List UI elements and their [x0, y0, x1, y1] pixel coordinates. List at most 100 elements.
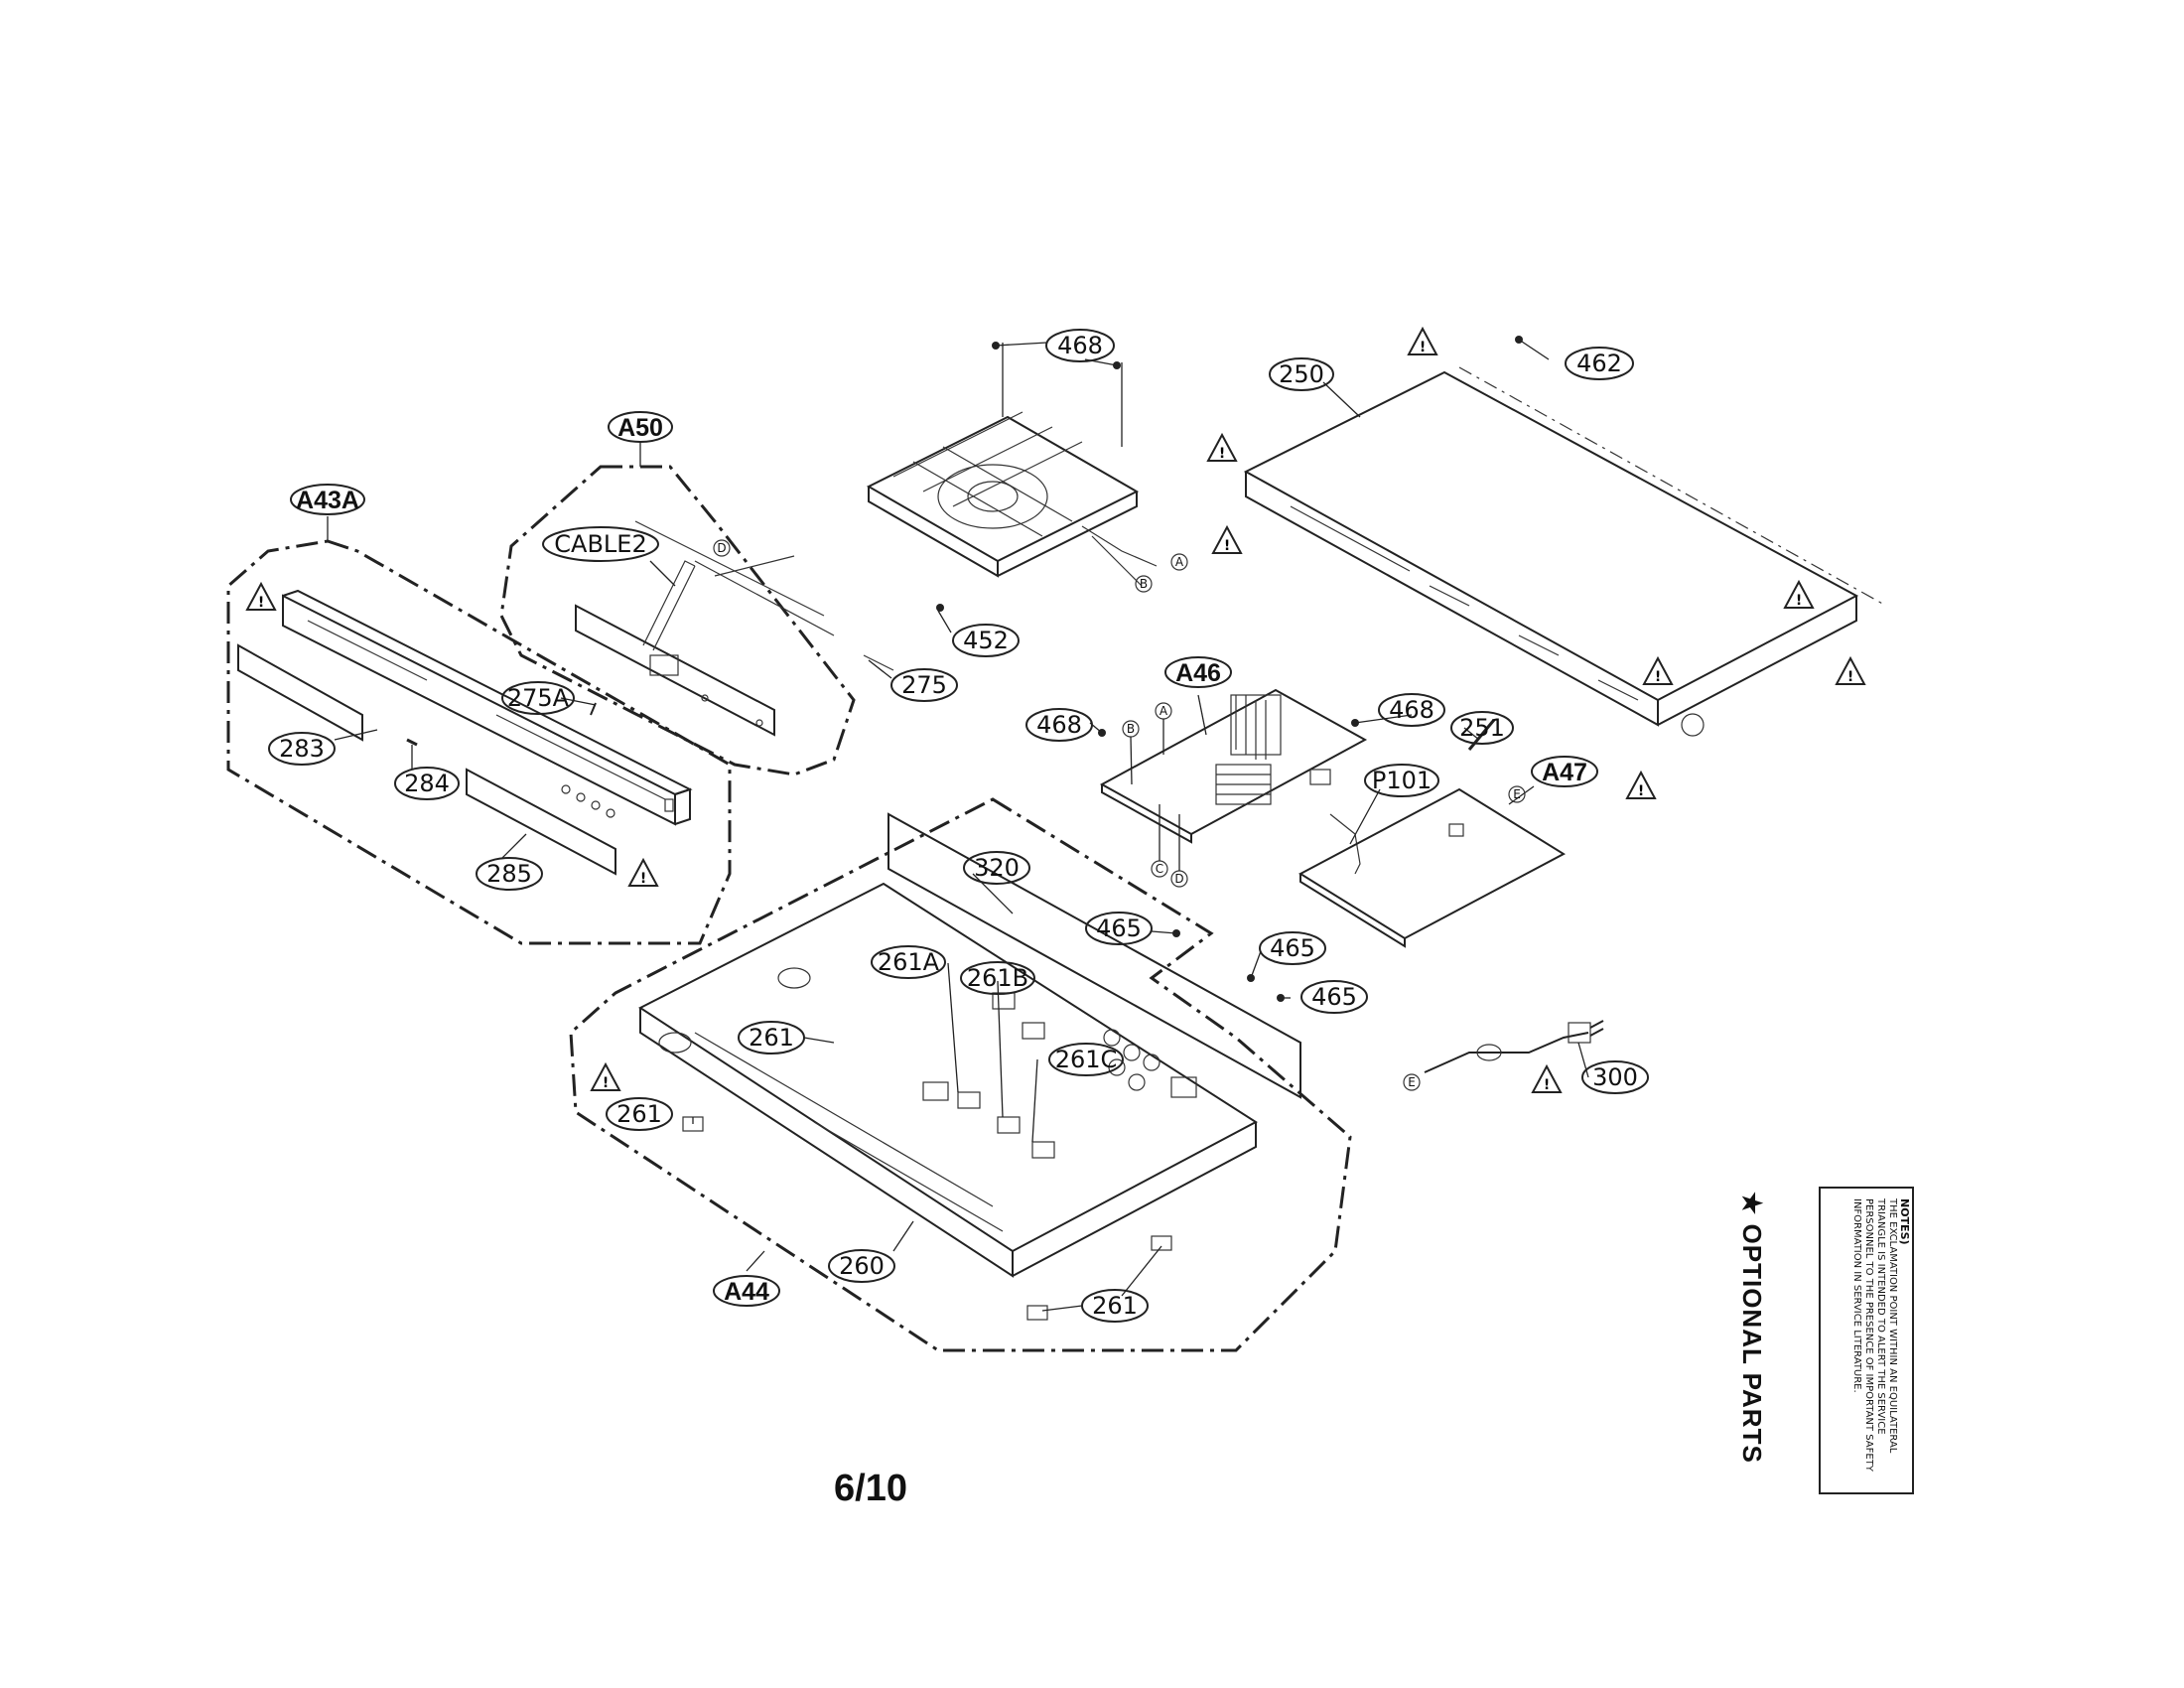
svg-text:B: B — [1127, 722, 1135, 736]
notes-body: THE EXCLAMATION POINT WITHIN AN EQUILATE… — [1851, 1198, 1898, 1472]
callout-p101: P101 — [1364, 764, 1439, 797]
boundary-a43a — [226, 539, 732, 945]
callout-320: 320 — [963, 851, 1030, 885]
callout-label: 261A — [878, 948, 940, 976]
callout-label: 462 — [1576, 350, 1622, 377]
callout-465-b: 465 — [1259, 931, 1326, 965]
callout-462: 462 — [1565, 347, 1634, 380]
safety-notes-box: NOTES) THE EXCLAMATION POINT WITHIN AN E… — [1819, 1187, 1914, 1494]
top-cover-250 — [1243, 366, 1887, 737]
safety-notes-content: NOTES) THE EXCLAMATION POINT WITHIN AN E… — [1821, 1189, 1916, 1496]
callout-465-a: 465 — [1085, 912, 1153, 945]
svg-text:A: A — [1175, 555, 1184, 569]
callout-285: 285 — [476, 857, 543, 891]
callout-465-c: 465 — [1300, 980, 1368, 1014]
board-a50 — [575, 520, 944, 737]
callout-label: A44 — [724, 1278, 769, 1306]
main-board-a46 — [1099, 688, 1368, 875]
callout-284: 284 — [394, 767, 460, 800]
warning-triangle-icon — [1207, 434, 1237, 463]
connector-d-a50: D — [713, 539, 731, 557]
connector-markers: A B D B A C D E — [713, 539, 1526, 1091]
callout-label: 465 — [1096, 914, 1142, 942]
warning-triangle-icon — [1532, 1065, 1562, 1094]
callout-label: 468 — [1057, 332, 1103, 359]
boundary-a44 — [569, 797, 1352, 1352]
callout-label: 261 — [1092, 1292, 1138, 1320]
callout-label: A50 — [617, 414, 663, 442]
front-panel-a43a — [237, 589, 693, 876]
callout-label: 261 — [616, 1100, 662, 1128]
warning-triangle-icon — [246, 583, 276, 612]
callout-260: 260 — [828, 1249, 895, 1283]
callout-label: 284 — [404, 770, 450, 797]
callout-251: 251 — [1450, 711, 1514, 745]
callout-261b: 261B — [960, 961, 1035, 995]
callout-label: 251 — [1459, 714, 1505, 742]
warning-triangle-icon — [1408, 328, 1437, 356]
callout-468-right: 468 — [1378, 693, 1445, 727]
callout-250: 250 — [1269, 357, 1334, 391]
callout-label: 468 — [1389, 696, 1434, 724]
connector-e-cord: E — [1403, 1073, 1421, 1091]
callout-a44: A44 — [713, 1275, 780, 1307]
door-283 — [237, 643, 363, 742]
callout-label: P101 — [1372, 767, 1432, 794]
callout-275a: 275A — [501, 681, 575, 715]
board-a47 — [1297, 719, 1567, 948]
callout-275: 275 — [890, 668, 958, 702]
warning-triangle-icon — [1626, 772, 1656, 800]
svg-text:E: E — [1513, 787, 1521, 801]
callout-label: 261B — [967, 964, 1028, 992]
warning-triangle-icon — [1643, 657, 1673, 686]
callout-261c: 261C — [1048, 1043, 1124, 1076]
callout-label: 465 — [1311, 983, 1357, 1011]
callout-label: A47 — [1542, 759, 1587, 786]
svg-text:C: C — [1156, 862, 1163, 876]
callout-261a: 261A — [871, 945, 946, 979]
connector-e-a47: E — [1508, 785, 1526, 803]
dvd-loader — [866, 343, 1158, 587]
optional-parts-legend: ★ OPTIONAL PARTS — [1737, 1192, 1767, 1464]
door-285 — [466, 768, 616, 876]
callout-283: 283 — [268, 732, 336, 766]
callout-a47: A47 — [1531, 756, 1598, 787]
callout-label: 320 — [974, 854, 1020, 882]
warning-triangle-icon — [1784, 581, 1814, 610]
callout-468-top: 468 — [1045, 329, 1115, 362]
svg-text:D: D — [717, 541, 726, 555]
svg-text:A: A — [1160, 704, 1168, 718]
callout-cable2: CABLE2 — [542, 526, 659, 562]
callout-a50: A50 — [608, 411, 673, 443]
svg-text:B: B — [1140, 577, 1148, 591]
connector-b-a46: B — [1122, 720, 1140, 738]
connector-a-loader: A — [1170, 553, 1188, 571]
warning-triangle-icon — [591, 1063, 620, 1092]
callout-label: 468 — [1036, 711, 1082, 739]
callout-label: 275 — [901, 671, 947, 699]
callout-261-bottom: 261 — [1081, 1289, 1149, 1323]
callout-label: CABLE2 — [554, 530, 646, 558]
callout-label: 452 — [963, 627, 1009, 654]
callout-label: 465 — [1270, 934, 1315, 962]
page-number: 6/10 — [834, 1468, 907, 1509]
callout-a46: A46 — [1164, 656, 1232, 688]
callout-label: 261C — [1055, 1046, 1118, 1073]
callouts: 468 462 250 A50 A43A CABLE2 452 275 — [268, 329, 1649, 1323]
callout-label: 260 — [839, 1252, 885, 1280]
warning-triangle-icon — [628, 859, 658, 888]
callout-label: 275A — [507, 684, 570, 712]
connector-b-loader: B — [1135, 575, 1153, 593]
connector-a-a46: A — [1155, 702, 1172, 720]
callout-label: A43A — [296, 487, 359, 514]
svg-text:E: E — [1408, 1075, 1416, 1089]
svg-text:D: D — [1174, 872, 1183, 886]
chassis-a44 — [638, 812, 1301, 1321]
callout-a43a: A43A — [290, 484, 365, 515]
power-cord-300 — [1424, 1020, 1604, 1073]
callout-468-left: 468 — [1025, 708, 1093, 742]
connector-d-a46: D — [1170, 870, 1188, 888]
callout-label: 250 — [1279, 360, 1324, 388]
callout-label: 261 — [749, 1024, 794, 1052]
